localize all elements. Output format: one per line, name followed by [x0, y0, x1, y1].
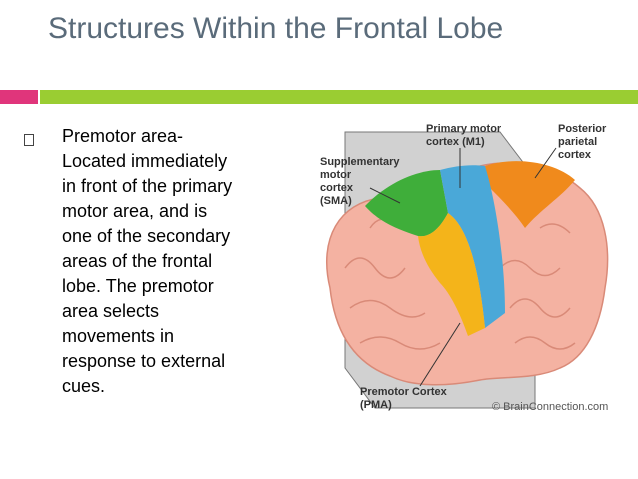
bullet-square-icon — [24, 134, 34, 146]
label-sma-4: (SMA) — [320, 195, 352, 207]
label-primary-motor-2: cortex (M1) — [426, 136, 485, 148]
label-sma-1: Supplementary — [320, 156, 400, 168]
label-posterior-3: cortex — [558, 149, 592, 161]
label-primary-motor-1: Primary motor — [426, 123, 502, 135]
figure-credit: © BrainConnection.com — [492, 401, 608, 413]
pointer-sma — [369, 187, 401, 204]
posterior-parietal-region — [485, 161, 575, 228]
bullet-line: lobe. The premotor — [62, 276, 214, 296]
bullet-line: areas of the frontal — [62, 251, 213, 271]
label-sma-3: cortex — [320, 182, 354, 194]
accent-bar-pink — [0, 90, 38, 104]
label-posterior-2: parietal — [558, 136, 597, 148]
brain-illustration: Primary motor cortex (M1) Posterior pari… — [320, 123, 608, 413]
bullet-line: in front of the primary — [62, 176, 233, 196]
label-posterior-1: Posterior — [558, 123, 607, 135]
slide-title: Structures Within the Frontal Lobe — [48, 12, 504, 45]
accent-bar-green — [40, 90, 638, 104]
m1-region — [440, 165, 505, 328]
bullet-paragraph: Premotor area- Located immediately in fr… — [62, 124, 302, 399]
bullet-line: motor area, and is — [62, 201, 208, 221]
pointer-posterior — [534, 147, 557, 179]
bullet-line: Located immediately — [62, 151, 228, 171]
bullet-line: one of the secondary — [62, 226, 231, 246]
label-sma-2: motor — [320, 169, 352, 181]
label-pma-1: Premotor Cortex — [360, 386, 448, 398]
bullet-line: area selects — [62, 301, 160, 321]
label-pma-2: (PMA) — [360, 399, 392, 411]
bullet-line: response to external — [62, 351, 226, 371]
pma-region — [418, 213, 485, 336]
bullet-line: cues. — [62, 376, 106, 396]
bullet-line: Premotor area- — [62, 126, 184, 146]
sma-region — [365, 170, 448, 237]
pointer-pma — [419, 322, 461, 387]
bullet-line: movements in — [62, 326, 175, 346]
